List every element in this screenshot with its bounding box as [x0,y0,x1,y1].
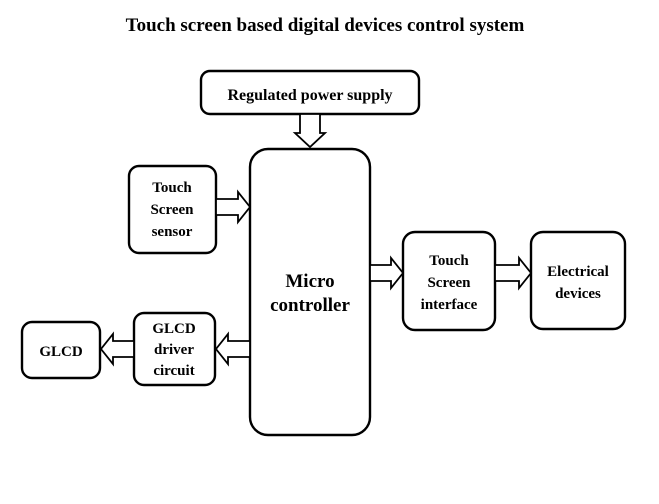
glcd-driver-label-line2: driver [154,342,194,358]
glcd-driver-block: GLCD driver circuit [132,311,217,387]
arrow-glcd-driver-to-glcd [99,331,135,367]
glcd-label: GLCD [39,344,83,360]
microcontroller-block: Micro controller [248,147,372,437]
glcd-driver-label-line3: circuit [153,363,194,379]
arrow-microcontroller-to-glcd-driver [214,331,251,367]
electrical-devices-label-line2: devices [555,286,601,302]
touch-sensor-label-line3: sensor [152,224,193,240]
power-supply-label: Regulated power supply [227,87,392,104]
touch-interface-label-line1: Touch [429,253,469,269]
arrow-sensor-to-microcontroller [215,189,252,225]
touch-sensor-label-line2: Screen [150,202,194,218]
power-supply-block: Regulated power supply [199,69,421,116]
touch-interface-label-line2: Screen [427,275,471,291]
touch-interface-block: Touch Screen interface [401,230,497,332]
glcd-driver-label-line1: GLCD [152,321,196,337]
touch-sensor-label-line1: Touch [152,180,192,196]
touch-interface-label-line3: interface [421,297,478,313]
arrow-touch-interface-to-electrical-devices [494,255,533,291]
diagram-title: Touch screen based digital devices contr… [126,15,525,36]
touch-sensor-block: Touch Screen sensor [127,164,218,255]
glcd-block: GLCD [20,320,102,380]
arrow-microcontroller-to-touch-interface [369,255,405,291]
microcontroller-label-line1: Micro [285,271,334,292]
microcontroller-label-line2: controller [270,295,350,316]
arrow-power-to-microcontroller [292,113,328,149]
electrical-devices-block: Electrical devices [529,230,627,331]
electrical-devices-label-line1: Electrical [547,264,609,280]
